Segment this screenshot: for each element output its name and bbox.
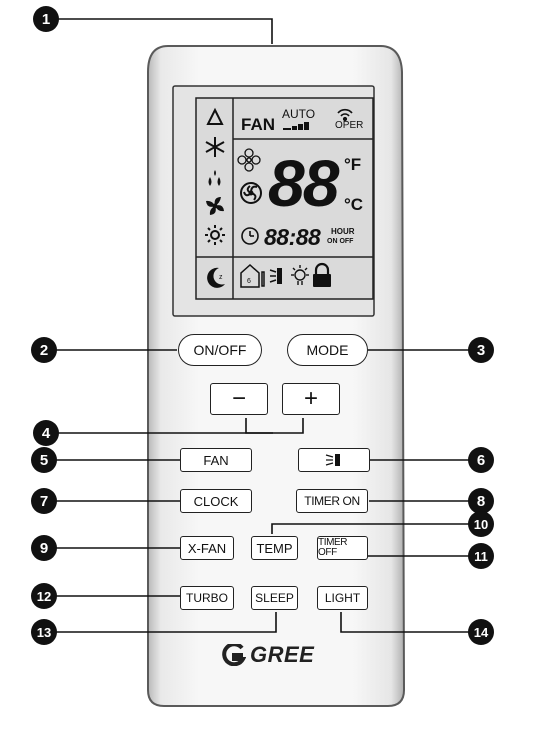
callout-10: 10	[468, 511, 494, 537]
timer-on-button[interactable]: TIMER ON	[296, 489, 368, 513]
lcd-auto-label: AUTO	[282, 107, 316, 121]
callout-3: 3	[468, 337, 494, 363]
callout-1: 1	[33, 6, 59, 32]
x-fan-button[interactable]: X-FAN	[180, 536, 234, 560]
swing-icon	[325, 454, 340, 466]
timer-off-button[interactable]: TIMER OFF	[317, 536, 368, 560]
cool-mode-icon	[206, 107, 224, 125]
swing-button[interactable]	[298, 448, 370, 472]
dry-mode-icon	[208, 170, 221, 186]
small-fan-icon	[237, 148, 261, 172]
callout-11: 11	[468, 543, 494, 569]
fan-speed-bars-icon	[283, 122, 309, 130]
gree-logo-icon	[222, 644, 246, 666]
on-off-button[interactable]: ON/OFF	[178, 334, 262, 366]
leader-lines	[54, 18, 476, 633]
lcd-time-digits: 88:88	[264, 224, 321, 250]
temp-button[interactable]: TEMP	[251, 536, 298, 560]
callout-6: 6	[468, 447, 494, 473]
callout-12: 12	[31, 583, 57, 609]
home-icon: 6	[240, 263, 265, 288]
fan-button[interactable]: FAN	[180, 448, 252, 472]
moon-icon: z	[207, 267, 225, 288]
lamp-icon	[291, 265, 309, 285]
brand-logo: GREE	[222, 642, 314, 668]
callout-4: 4	[33, 420, 59, 446]
padlock-icon	[313, 262, 331, 287]
callout-13: 13	[31, 619, 57, 645]
brand-name: GREE	[250, 642, 315, 667]
lcd-unit-c: °C	[344, 195, 364, 214]
callout-14: 14	[468, 619, 494, 645]
light-button[interactable]: LIGHT	[317, 586, 368, 610]
lcd-oper-label: OPER	[335, 120, 364, 131]
swing-display-icon	[269, 268, 282, 284]
minus-button[interactable]: −	[210, 383, 268, 415]
lcd-fan-label: FAN	[241, 115, 275, 134]
svg-text:z: z	[219, 274, 223, 281]
clock-icon	[241, 227, 259, 245]
callout-8: 8	[468, 488, 494, 514]
callout-5: 5	[31, 447, 57, 473]
callout-2: 2	[31, 337, 57, 363]
lcd-on-off-label: ON OFF	[327, 238, 354, 245]
fan-mode-icon	[206, 197, 224, 215]
svg-text:6: 6	[247, 278, 251, 285]
callout-9: 9	[31, 535, 57, 561]
turbo-fan-icon	[240, 182, 262, 204]
clock-button[interactable]: CLOCK	[180, 489, 252, 513]
snowflake-icon	[205, 137, 225, 157]
lcd-hour-label: HOUR	[331, 227, 355, 236]
signal-icon	[337, 108, 353, 122]
lcd-unit-f: °F	[344, 155, 362, 174]
plus-button[interactable]: +	[282, 383, 340, 415]
lcd-temperature-digits: 88	[268, 146, 339, 220]
heat-mode-icon	[205, 225, 225, 245]
turbo-button[interactable]: TURBO	[180, 586, 234, 610]
mode-button[interactable]: MODE	[287, 334, 368, 366]
sleep-button[interactable]: SLEEP	[251, 586, 298, 610]
callout-7: 7	[31, 488, 57, 514]
